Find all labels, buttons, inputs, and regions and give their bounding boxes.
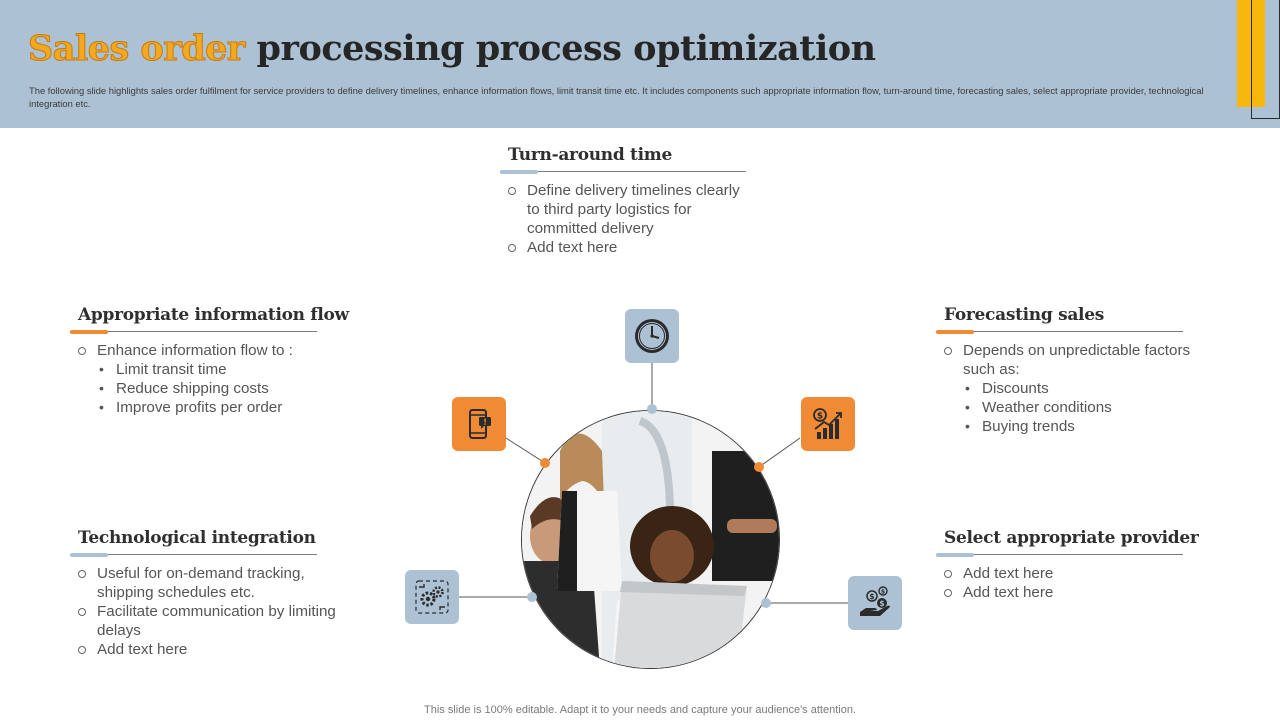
- tech-icon-box: [405, 570, 459, 624]
- turnaround-block: Turn-around time Define delivery timelin…: [500, 145, 746, 257]
- info-flow-sublist: Limit transit time Reduce shipping costs…: [97, 360, 370, 417]
- sub-list-item: Reduce shipping costs: [97, 379, 370, 398]
- footer-note: This slide is 100% editable. Adapt it to…: [424, 704, 856, 716]
- tech-block: Technological integration Useful for on-…: [70, 528, 370, 659]
- forecasting-sublist: Discounts Weather conditions Buying tren…: [963, 379, 1216, 436]
- title-accent: Sales order: [28, 28, 246, 70]
- forecasting-icon-box: $: [801, 397, 855, 451]
- provider-list: Add text here Add text here: [936, 564, 1226, 602]
- provider-icon-box: $ $ $: [848, 576, 902, 630]
- tech-rule: [70, 553, 317, 557]
- decorative-frame: [1251, 0, 1280, 119]
- forecasting-title: Forecasting sales: [944, 305, 1104, 325]
- svg-text:$: $: [879, 599, 884, 608]
- sub-list-item: Limit transit time: [97, 360, 370, 379]
- forecasting-block: Forecasting sales Depends on unpredictab…: [936, 305, 1226, 436]
- sub-list-item: Buying trends: [963, 417, 1216, 436]
- tech-title: Technological integration: [78, 528, 316, 548]
- clock-icon: [635, 319, 669, 353]
- list-item: Define delivery timelines clearly to thi…: [508, 181, 746, 238]
- provider-title: Select appropriate provider: [944, 528, 1199, 548]
- turnaround-icon-box: [625, 309, 679, 363]
- turnaround-title: Turn-around time: [508, 145, 672, 165]
- page-subtitle: The following slide highlights sales ord…: [29, 85, 1204, 109]
- turnaround-list: Define delivery timelines clearly to thi…: [500, 181, 746, 257]
- info-flow-icon-box: [452, 397, 506, 451]
- connector-forecasting: [758, 437, 801, 468]
- provider-block: Select appropriate provider Add text her…: [936, 528, 1226, 602]
- info-flow-title: Appropriate information flow: [78, 305, 349, 325]
- list-item: Facilitate communication by limiting del…: [78, 602, 360, 640]
- dollar-growth-chart-icon: $: [813, 408, 842, 439]
- list-item: Add text here: [944, 583, 1226, 602]
- forecasting-list: Depends on unpredictable factors such as…: [936, 341, 1216, 436]
- team-photo: [521, 410, 780, 669]
- list-item: Useful for on-demand tracking, shipping …: [78, 564, 360, 602]
- list-item: Add text here: [508, 238, 746, 257]
- title-rest: processing process optimization: [244, 28, 877, 69]
- svg-text:$: $: [817, 412, 823, 422]
- forecasting-rule: [936, 330, 1183, 334]
- list-item: Depends on unpredictable factors such as…: [944, 341, 1216, 436]
- sub-list-item: Improve profits per order: [97, 398, 370, 417]
- mobile-message-icon: [469, 409, 491, 439]
- hand-money-icon: $ $ $: [860, 586, 890, 616]
- info-flow-block: Appropriate information flow Enhance inf…: [70, 305, 370, 417]
- provider-rule: [936, 553, 1183, 557]
- connector-info-flow: [505, 437, 546, 464]
- info-flow-item: Enhance information flow to :: [97, 342, 293, 359]
- info-flow-list: Enhance information flow to : Limit tran…: [70, 341, 370, 417]
- sub-list-item: Discounts: [963, 379, 1216, 398]
- forecasting-item: Depends on unpredictable factors such as…: [963, 342, 1191, 378]
- turnaround-rule: [500, 170, 746, 174]
- list-item: Add text here: [944, 564, 1226, 583]
- info-flow-rule: [70, 330, 317, 334]
- svg-text:$: $: [869, 592, 874, 601]
- page-title: Sales order processing process optimizat…: [28, 28, 877, 70]
- list-item: Enhance information flow to : Limit tran…: [78, 341, 370, 417]
- list-item: Add text here: [78, 640, 360, 659]
- sub-list-item: Weather conditions: [963, 398, 1216, 417]
- svg-text:$: $: [881, 589, 885, 596]
- header-band: Sales order processing process optimizat…: [0, 0, 1280, 128]
- tech-list: Useful for on-demand tracking, shipping …: [70, 564, 360, 659]
- gear-integration-icon: [415, 580, 449, 614]
